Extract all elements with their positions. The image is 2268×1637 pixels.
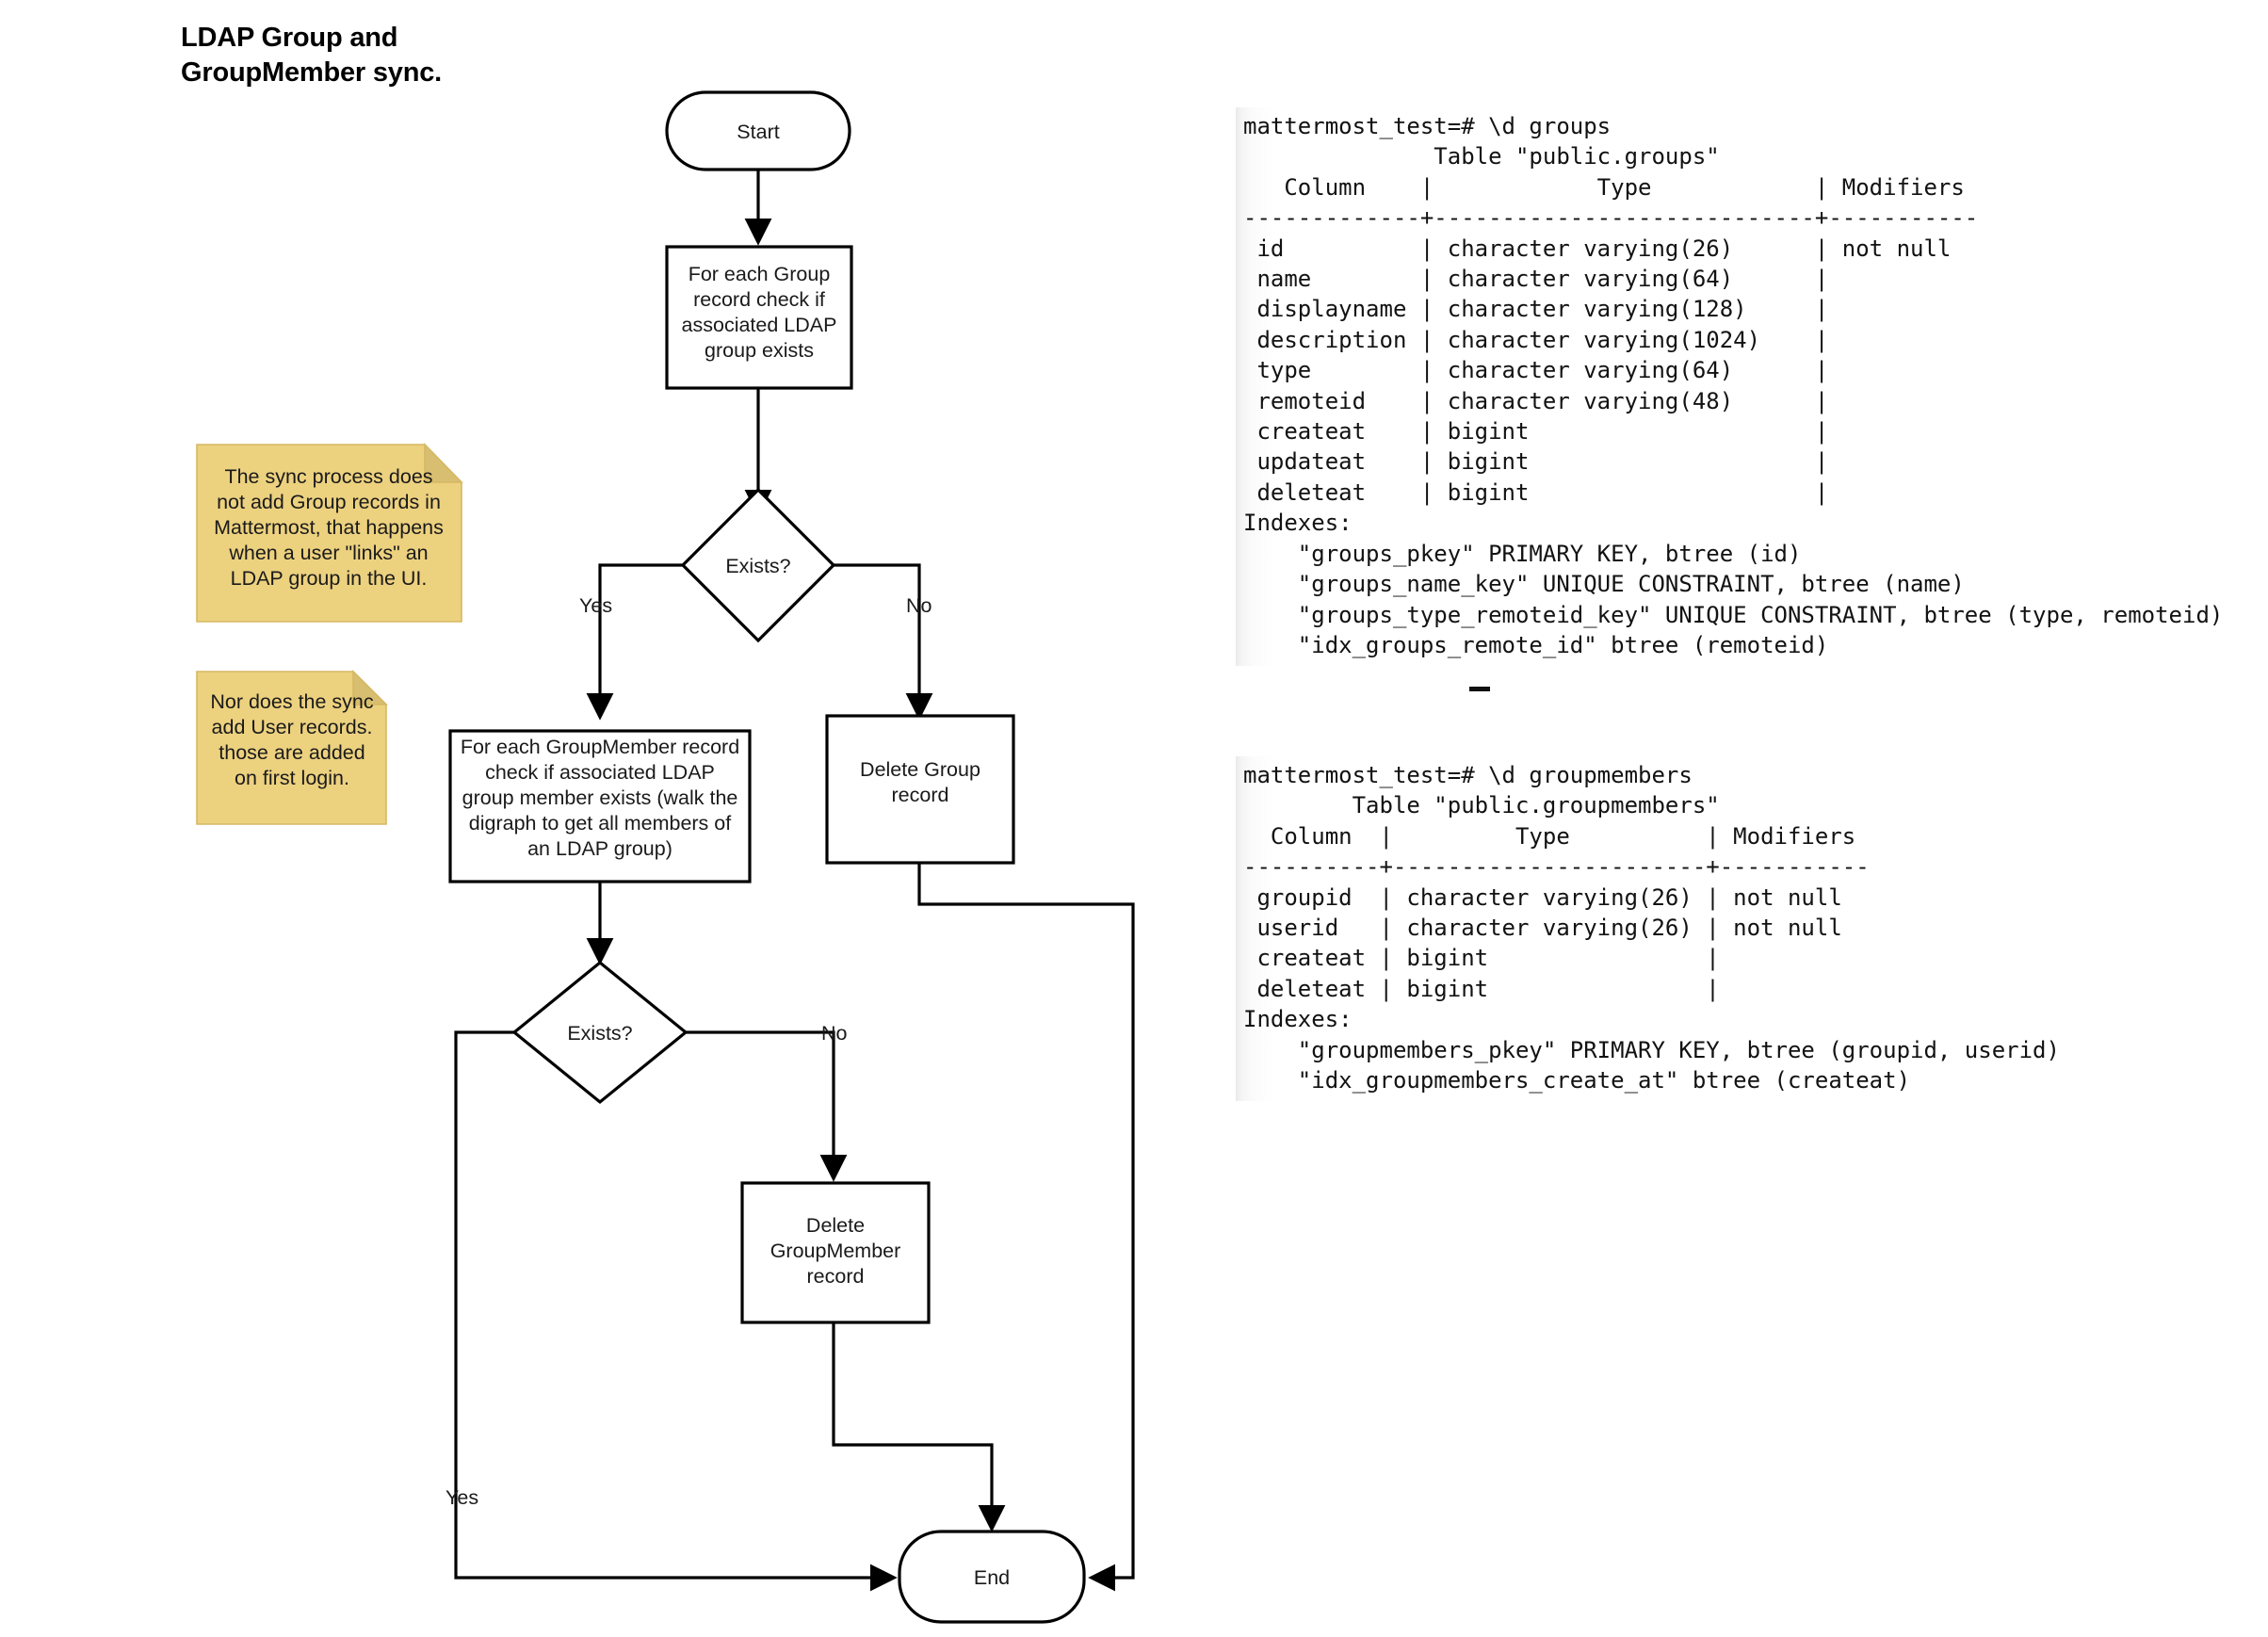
page-title-line-1: LDAP Group and xyxy=(181,23,398,53)
node-delete-group-line-1: Delete Group xyxy=(860,758,980,781)
node-check-group-line-4: group exists xyxy=(705,339,814,362)
node-check-groupmember-line-5: an LDAP group) xyxy=(527,837,672,860)
node-decision-member-label: Exists? xyxy=(567,1022,632,1045)
note-1-line-4: when a user "links" an xyxy=(228,542,428,564)
terminal-output-groupmembers: mattermost_test=# \d groupmembers Table … xyxy=(1236,756,2060,1102)
node-check-group-record[interactable]: For each Group record check if associate… xyxy=(665,245,853,390)
edge-label-member-yes: Yes xyxy=(446,1486,478,1509)
node-delete-groupmember-line-3: record xyxy=(807,1265,865,1288)
node-delete-groupmember-line-1: Delete xyxy=(806,1214,865,1237)
node-start-label: Start xyxy=(737,121,779,143)
note-1-line-2: not add Group records in xyxy=(217,491,441,513)
node-end-label: End xyxy=(974,1566,1010,1589)
node-delete-groupmember-record[interactable]: Delete GroupMember record xyxy=(740,1181,931,1324)
edge-decision-group-yes xyxy=(586,563,683,721)
node-check-groupmember-record[interactable]: For each GroupMember record check if ass… xyxy=(448,729,752,883)
node-check-groupmember-line-3: group member exists (walk the xyxy=(462,786,738,809)
node-check-group-line-2: record check if xyxy=(693,288,825,311)
note-1-line-5: LDAP group in the UI. xyxy=(231,567,428,590)
edge-delete-groupmember-to-end xyxy=(832,1322,1006,1532)
node-decision-group-exists[interactable]: Exists? xyxy=(680,487,836,643)
edge-label-group-yes: Yes xyxy=(579,594,612,617)
edge-label-member-no: No xyxy=(821,1022,848,1045)
edge-decision-group-no xyxy=(834,563,933,721)
terminal-output-groups: mattermost_test=# \d groups Table "publi… xyxy=(1236,107,2224,667)
edge-label-group-no: No xyxy=(906,594,932,617)
edge-delete-group-to-end xyxy=(917,863,1135,1592)
node-end[interactable]: End xyxy=(898,1530,1086,1624)
note-1-line-3: Mattermost, that happens xyxy=(214,516,444,539)
page-title: LDAP Group and GroupMember sync. xyxy=(181,21,520,90)
note-2-line-1: Nor does the sync xyxy=(210,690,374,713)
node-delete-group-line-2: record xyxy=(892,784,949,806)
terminal-cursor-artifact xyxy=(1469,687,1490,691)
node-check-groupmember-line-2: check if associated LDAP xyxy=(485,761,715,784)
edge-decision-member-no xyxy=(686,1030,848,1182)
node-delete-groupmember-line-2: GroupMember xyxy=(770,1240,901,1262)
note-2-line-4: on first login. xyxy=(235,767,349,789)
node-decision-group-label: Exists? xyxy=(725,555,790,577)
node-start[interactable]: Start xyxy=(665,90,851,171)
node-delete-group-record[interactable]: Delete Group record xyxy=(825,714,1015,865)
sticky-note-group-records: The sync process does not add Group reco… xyxy=(196,443,463,623)
node-decision-groupmember-exists[interactable]: Exists? xyxy=(511,960,688,1105)
note-1-line-1: The sync process does xyxy=(224,465,432,488)
sticky-note-user-records: Nor does the sync add User records. thos… xyxy=(196,670,388,825)
node-check-group-line-1: For each Group xyxy=(688,263,831,285)
note-2-line-3: those are added xyxy=(219,741,364,764)
node-check-groupmember-line-4: digraph to get all members of xyxy=(469,812,731,835)
node-check-groupmember-line-1: For each GroupMember record xyxy=(461,736,739,758)
page-title-line-2: GroupMember sync. xyxy=(181,57,442,89)
note-2-line-2: add User records. xyxy=(212,716,373,738)
edge-decision-member-yes xyxy=(454,1030,898,1592)
node-check-group-line-3: associated LDAP xyxy=(682,314,837,336)
